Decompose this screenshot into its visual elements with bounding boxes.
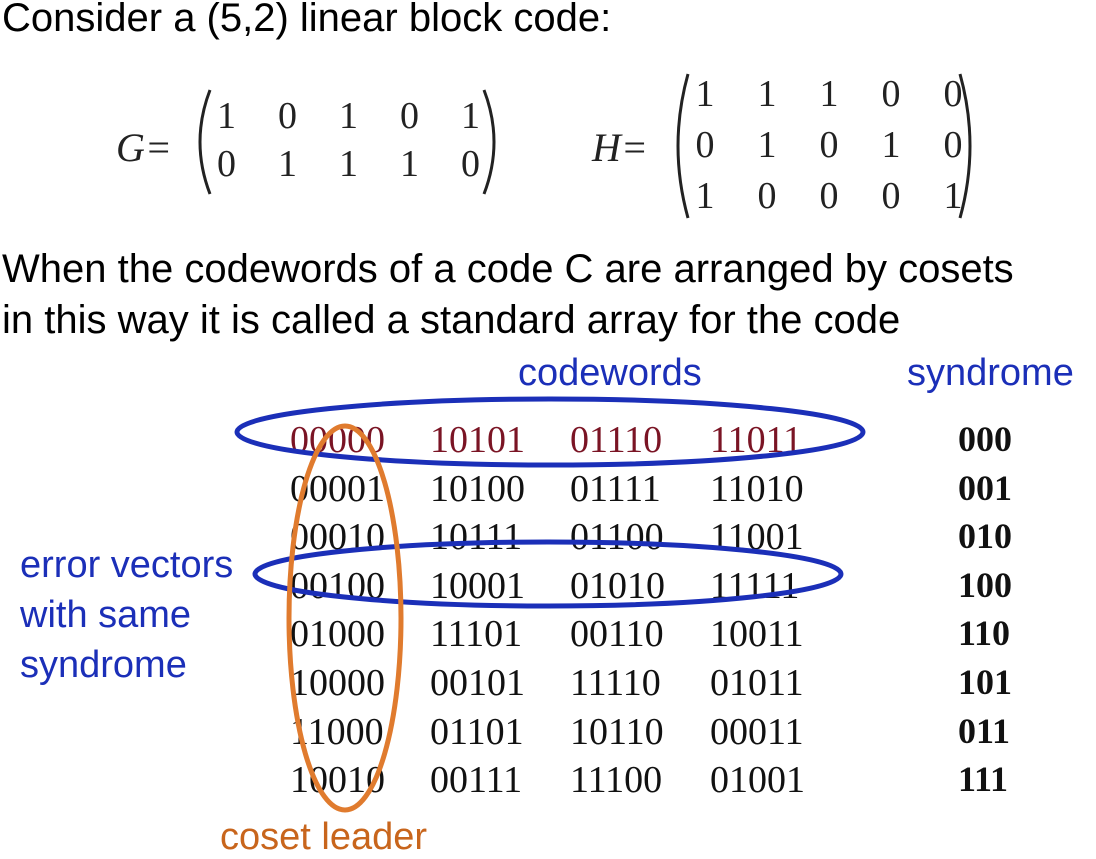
codeword-cell: 10101	[430, 419, 525, 461]
description-line-2: in this way it is called a standard arra…	[2, 298, 901, 342]
error-vectors-label-line-2: with same	[20, 594, 192, 636]
matrix_H-entry: 0	[819, 175, 839, 217]
matrix_H-entry: 1	[757, 124, 777, 166]
syndrome-cell: 010	[958, 516, 1012, 557]
array-cell: 10110	[570, 710, 664, 753]
array-cell: 01001	[710, 759, 805, 802]
array-cell: 11110	[570, 661, 661, 704]
intro-text: Consider a (5,2) linear block code:	[2, 0, 612, 40]
array-cell: 00111	[430, 759, 523, 802]
syndrome-column: 000 001 010 100 110 101 011 111	[958, 418, 1012, 807]
matrix_H-entry: 1	[695, 175, 715, 217]
matrix_H-entry: 0	[695, 124, 715, 166]
array-cell: 10100	[430, 467, 525, 510]
matrix_G-entry: 1	[461, 95, 480, 137]
matrix_G-entry: 1	[217, 95, 236, 137]
same-syndrome-ellipse	[252, 539, 844, 609]
syndrome-cell: 110	[958, 613, 1011, 654]
matrix_H-entry: 0	[943, 124, 963, 166]
coset-leader-cell: 10000	[290, 661, 385, 704]
matrix_G-entry: 1	[278, 143, 297, 185]
syndrome-cell: 101	[958, 661, 1012, 702]
error-vectors-label-line-1: error vectors	[20, 544, 234, 586]
array-cell: 10001	[430, 564, 525, 607]
matrix_H-entry: 0	[881, 73, 901, 115]
description-paragraph: When the codewords of a code C are arran…	[2, 244, 1014, 346]
matrix_H-entry: 1	[819, 73, 839, 115]
syndrome-cell: 001	[958, 467, 1012, 508]
coset-leader-cell: 01000	[290, 613, 385, 656]
matrix-h-right-paren	[958, 73, 972, 219]
matrix-g-label: G=	[116, 125, 172, 170]
array-cell: 01010	[570, 564, 665, 607]
matrix_G-entry: 1	[339, 95, 358, 137]
array-cell: 11100	[570, 759, 663, 802]
syndrome-cell: 011	[958, 710, 1011, 751]
syndrome-cell: 000	[958, 419, 1012, 459]
array-cell: 00101	[430, 661, 525, 704]
description-line-1: When the codewords of a code C are arran…	[2, 247, 1014, 291]
array-cell: 10111	[430, 516, 523, 559]
matrix_H-entry: 0	[943, 73, 963, 115]
matrix-h-left-paren	[676, 73, 690, 219]
codeword-cell: 01110	[570, 419, 663, 461]
matrix_H-entry: 1	[695, 73, 715, 115]
matrix_G-entry: 0	[400, 95, 419, 137]
error-vectors-label-line-3: syndrome	[20, 644, 187, 686]
array-cell: 01101	[430, 710, 524, 753]
syndrome-cell: 100	[958, 564, 1012, 605]
matrix_H-entry: 0	[819, 124, 839, 166]
matrix-g-left-paren	[198, 89, 212, 195]
coset-leader-label: coset leader	[220, 816, 428, 858]
syndrome-cell: 111	[958, 759, 1009, 800]
syndrome-label: syndrome	[907, 352, 1074, 394]
matrix-g-right-paren	[482, 89, 496, 195]
array-cell: 11101	[430, 613, 523, 656]
array-cell: 00110	[570, 613, 664, 656]
coset-leader-ellipse	[286, 423, 404, 813]
codewords-label: codewords	[518, 352, 702, 394]
matrix_G-entry: 0	[278, 95, 297, 137]
matrix_G-entry: 0	[461, 143, 480, 185]
matrix_H-entry: 0	[757, 175, 777, 217]
array-cell: 01111	[570, 467, 661, 510]
matrix_H-entry: 1	[881, 124, 901, 166]
matrix_H-entry: 1	[943, 175, 963, 217]
array-cell: 01011	[710, 661, 804, 704]
matrix_G-entry: 1	[339, 143, 358, 185]
matrix_H-entry: 0	[881, 175, 901, 217]
array-cell: 11010	[710, 467, 804, 510]
matrix_H-entry: 1	[757, 73, 777, 115]
matrix_G-entry: 0	[217, 143, 236, 185]
array-cell: 00011	[710, 710, 804, 753]
array-cell: 10011	[710, 613, 804, 656]
codewords-ellipse	[234, 396, 866, 468]
array-cell: 01100	[570, 516, 664, 559]
matrix-h-label: H=	[592, 125, 648, 170]
matrix_G-entry: 1	[400, 143, 419, 185]
